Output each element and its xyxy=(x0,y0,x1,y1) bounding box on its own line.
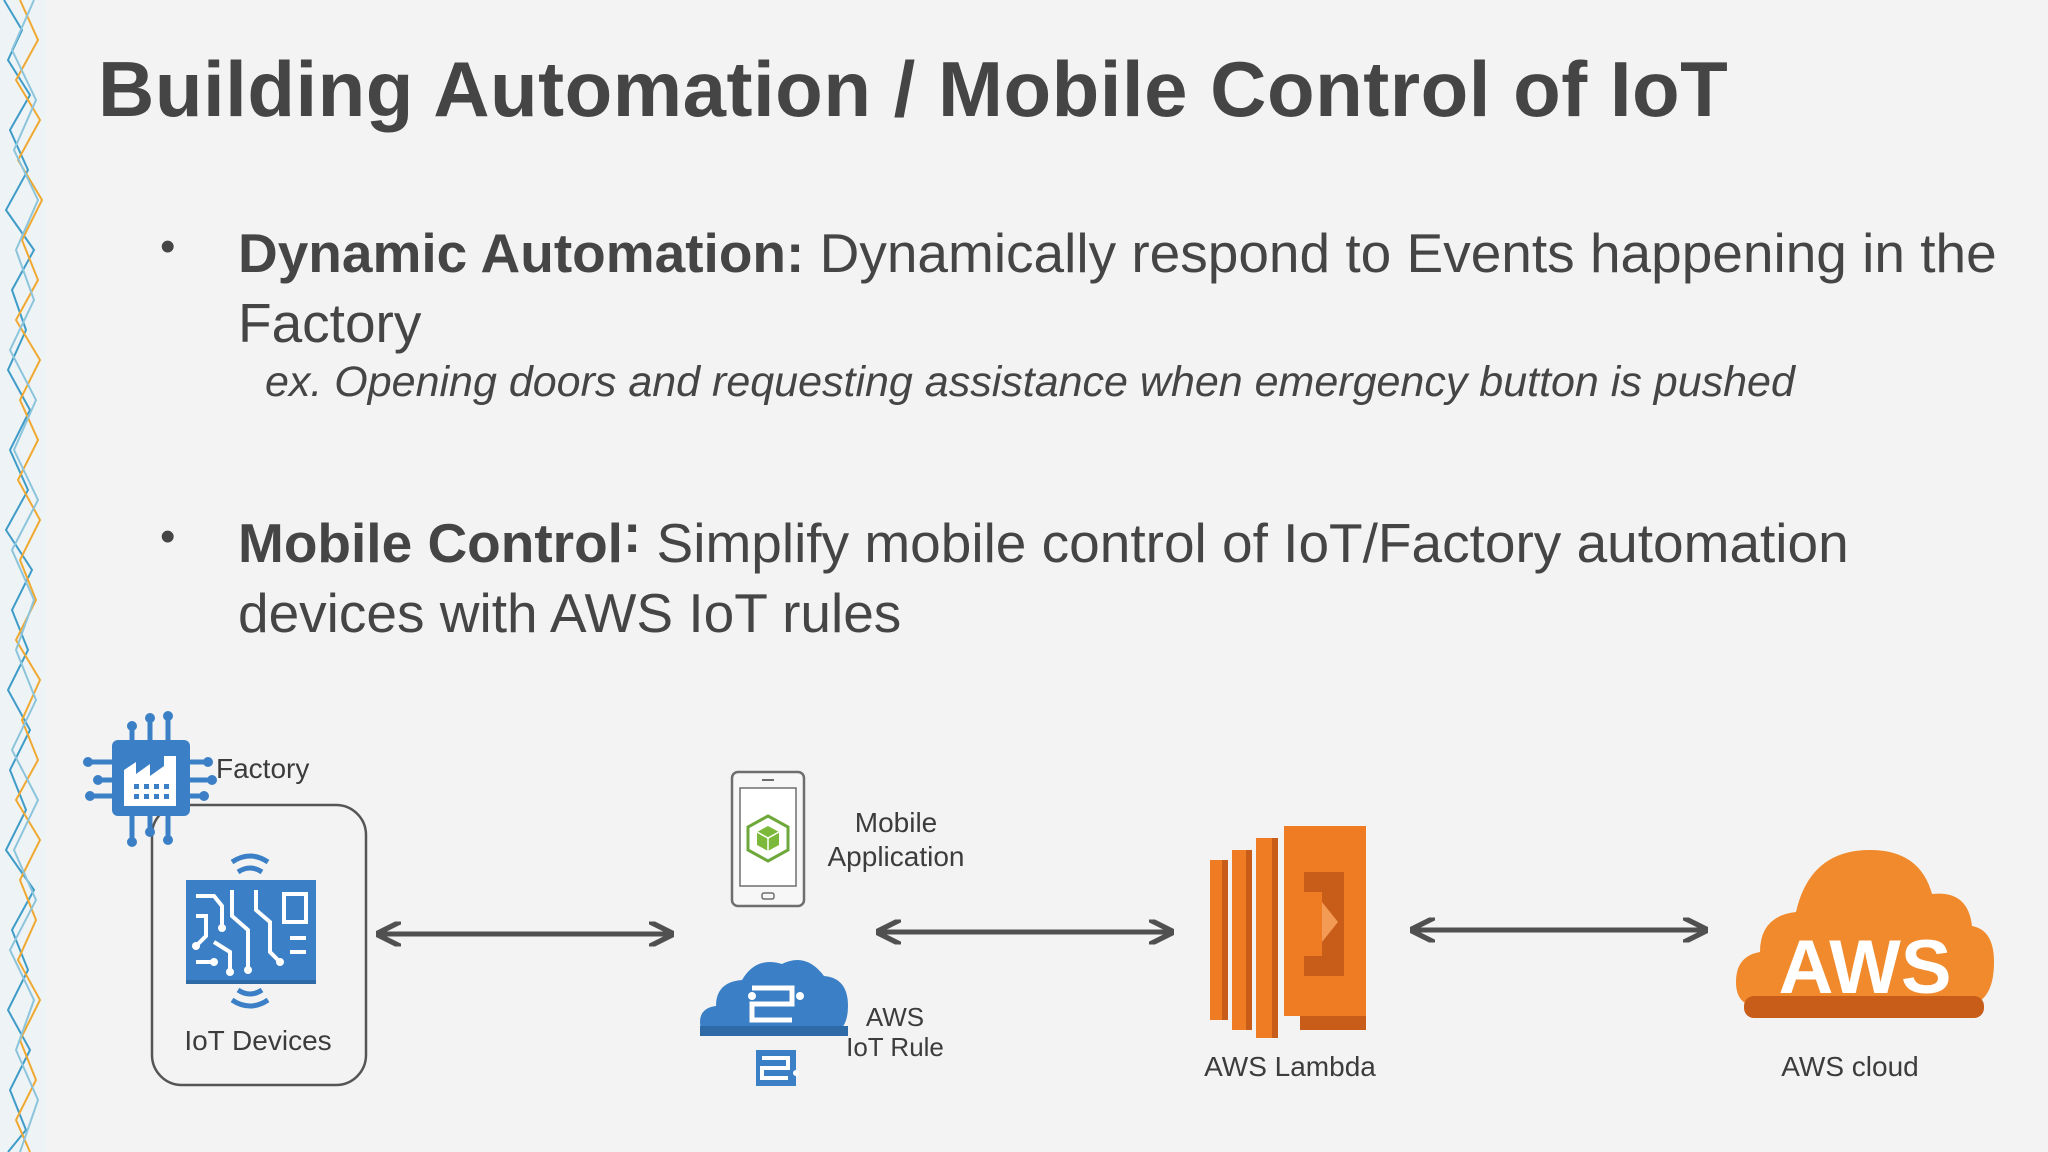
iot-devices-box xyxy=(150,803,368,1087)
bullet-colon: : xyxy=(622,502,642,564)
bullet-body: Dynamically respond to Events happening … xyxy=(238,222,1997,354)
aws-cloud-label: AWS cloud xyxy=(1781,1051,1919,1082)
slide-title: Building Automation / Mobile Control of … xyxy=(98,45,1729,133)
aws-lambda-icon xyxy=(1210,826,1366,1038)
bullet-marker: • xyxy=(160,512,176,561)
mobile-sdk-cube-icon xyxy=(746,814,790,863)
bullet-dynamic-automation: Dynamic Automation: Dynamically respond … xyxy=(238,218,1998,358)
iot-board-icon xyxy=(186,853,316,1009)
iot-rule-label: AWS IoT Rule xyxy=(830,1002,960,1062)
mobile-app-label: Mobile Application xyxy=(816,806,976,874)
mobile-app-label-line2: Application xyxy=(827,841,965,872)
bullet-heading: Dynamic Automation: xyxy=(238,222,805,284)
decorative-side-border xyxy=(0,0,46,1152)
iot-rule-label-line2: IoT Rule xyxy=(846,1032,944,1062)
bullet-marker: • xyxy=(160,222,176,271)
factory-label: Factory xyxy=(216,753,310,784)
bullet-body: Simplify mobile control of IoT/Factory a… xyxy=(238,512,1849,644)
example-text: ex. Opening doors and requesting assista… xyxy=(265,358,1795,406)
iot-rule-label-line1: AWS xyxy=(865,1002,925,1032)
aws-lambda-label: AWS Lambda xyxy=(1204,1051,1376,1082)
aws-logo-text: AWS xyxy=(1778,925,1951,1010)
bullet-heading: Mobile Control xyxy=(238,512,623,574)
factory-icon xyxy=(83,711,217,847)
iot-rule-cloud-icon xyxy=(700,960,848,1086)
architecture-diagram: AWS Factory IoT Devices Mobile Applicati… xyxy=(0,690,2048,1152)
bullet-mobile-control: Mobile Control: Simplify mobile control … xyxy=(238,502,1998,648)
mobile-app-label-line1: Mobile xyxy=(854,807,938,838)
iot-devices-label: IoT Devices xyxy=(184,1025,332,1056)
mobile-phone-icon xyxy=(730,770,806,908)
aws-cloud-icon: AWS xyxy=(1736,850,1994,1018)
